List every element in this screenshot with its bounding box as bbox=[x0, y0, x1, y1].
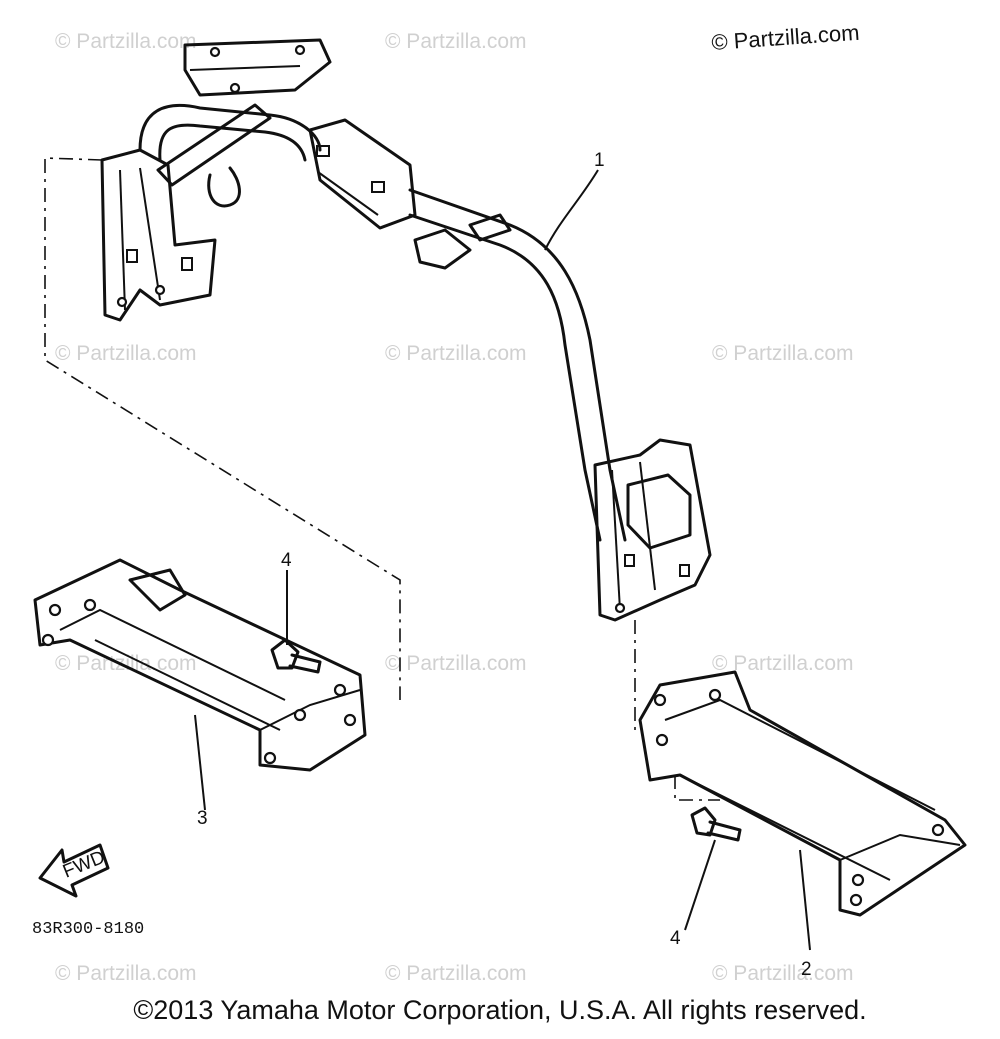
callout-4-right: 4 bbox=[670, 928, 681, 949]
diagram-code: 83R300-8180 bbox=[32, 920, 144, 939]
callout-2: 2 bbox=[801, 959, 812, 980]
callout-1: 1 bbox=[594, 150, 605, 171]
part-4-bolt-left bbox=[270, 638, 322, 674]
brand-watermark: © Partzilla.com bbox=[711, 20, 861, 55]
watermark: © Partzilla.com bbox=[55, 962, 197, 985]
callout-4-left: 4 bbox=[281, 550, 292, 571]
alignment-lines bbox=[44, 157, 720, 801]
part-3-bracket bbox=[33, 558, 367, 772]
watermark: © Partzilla.com bbox=[712, 652, 854, 675]
watermark: © Partzilla.com bbox=[385, 342, 527, 365]
watermark: © Partzilla.com bbox=[712, 342, 854, 365]
watermark: © Partzilla.com bbox=[385, 30, 527, 53]
part-2-bracket bbox=[638, 670, 967, 917]
part-4-bolt-right bbox=[690, 806, 742, 842]
forward-arrow: FWD bbox=[38, 843, 110, 898]
watermark: © Partzilla.com bbox=[385, 962, 527, 985]
watermark: © Partzilla.com bbox=[55, 342, 197, 365]
leader-lines bbox=[194, 169, 811, 951]
watermark: © Partzilla.com bbox=[385, 652, 527, 675]
watermark: © Partzilla.com bbox=[55, 652, 197, 675]
callout-3: 3 bbox=[197, 808, 208, 829]
copyright-notice: ©2013 Yamaha Motor Corporation, U.S.A. A… bbox=[133, 995, 867, 1025]
part-1-frame bbox=[100, 38, 712, 622]
watermarks: © Partzilla.com © Partzilla.com © Partzi… bbox=[55, 20, 860, 985]
watermark: © Partzilla.com bbox=[712, 962, 854, 985]
watermark: © Partzilla.com bbox=[55, 30, 197, 53]
